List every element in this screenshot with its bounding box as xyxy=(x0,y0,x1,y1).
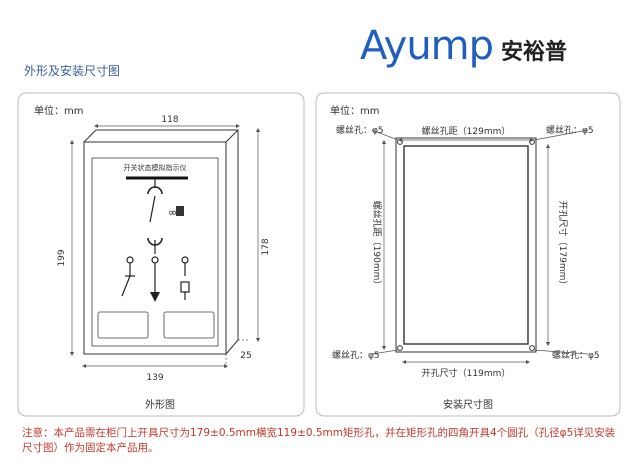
dim-top: 118 xyxy=(161,115,178,125)
device-outline xyxy=(83,129,239,355)
dim-right: 178 xyxy=(261,238,271,255)
brand-latin: Ayump xyxy=(360,23,494,69)
device-bottom-modules xyxy=(97,311,215,339)
hole-label-bottom-right: 螺丝孔：φ5 xyxy=(552,349,600,361)
hole-label-top-left: 螺丝孔：φ5 xyxy=(336,124,384,136)
hole-spacing-horizontal: 螺丝孔距（129mm） xyxy=(422,125,511,137)
brand-logo: Ayump 安裕普 xyxy=(360,26,567,66)
right-unit-label: 单位：mm xyxy=(330,104,379,117)
left-unit-label: 单位：mm xyxy=(34,104,83,117)
indicator-light xyxy=(176,206,184,216)
right-caption: 安装尺寸图 xyxy=(443,398,493,411)
cutout-horizontal: 开孔尺寸（119mm） xyxy=(422,367,511,379)
indicator-glyph: ∞ xyxy=(168,206,177,219)
dim-bottom: 139 xyxy=(146,373,163,383)
left-dimension-lines xyxy=(69,123,261,370)
dim-left: 199 xyxy=(57,249,67,266)
hole-spacing-vertical: 螺丝孔距（190mm） xyxy=(371,201,383,290)
cutout-vertical: 开孔尺寸（179mm） xyxy=(557,201,569,290)
right-panel-frame xyxy=(315,92,621,417)
screw-holes xyxy=(397,139,535,351)
brand-chinese: 安裕普 xyxy=(501,40,568,65)
section-title: 外形及安装尺寸图 xyxy=(24,64,121,78)
left-caption: 外形图 xyxy=(145,399,175,411)
left-panel-frame xyxy=(17,92,305,417)
switch-symbol xyxy=(121,178,190,300)
load-arrow xyxy=(150,292,160,302)
mounting-cutout xyxy=(395,137,537,353)
dim-depth: 25 xyxy=(240,351,251,361)
right-dimension-lines xyxy=(371,129,589,365)
hole-label-top-right: 螺丝孔：φ5 xyxy=(546,124,594,136)
installation-note: 注意：本产品需在柜门上开具尺寸为179±0.5mm横宽119±0.5mm矩形孔，… xyxy=(22,427,616,454)
hole-label-bottom-left: 螺丝孔：φ5 xyxy=(332,349,380,361)
device-label: 开关状态模拟指示仪 xyxy=(124,163,187,172)
